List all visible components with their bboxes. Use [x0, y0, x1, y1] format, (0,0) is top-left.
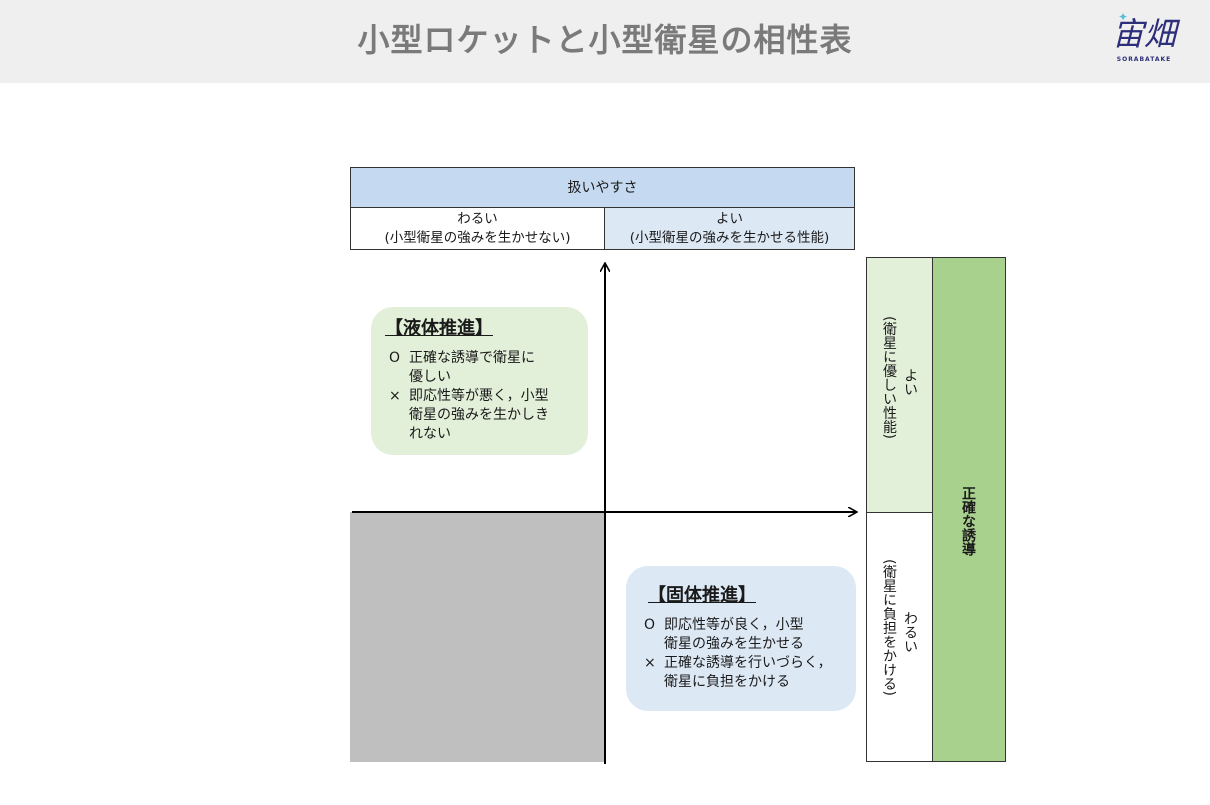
accuracy-bad-desc: (衛星に負担をかける) — [881, 559, 897, 696]
solid-pro-line: 即応性等が良く，小型 — [664, 617, 804, 633]
logo-subtext: SORABATAKE — [1116, 56, 1172, 63]
solid-con-line: 衛星に負担をかける — [664, 674, 790, 690]
ease-good-desc: (小型衛星の強みを生かせる性能) — [629, 230, 830, 246]
accuracy-axis-title-cell: 正確な誘導 — [932, 257, 1006, 762]
ease-bad-label: わるい — [457, 211, 498, 227]
liquid-con-line: れない — [409, 426, 451, 442]
sorabatake-logo: ✦ 宙畑 SORABATAKE — [1104, 10, 1184, 66]
ease-axis-title: 扱いやすさ — [350, 167, 855, 208]
bad-bad-quadrant — [350, 512, 605, 762]
circle-mark-icon: O — [644, 617, 656, 633]
ease-bad-desc: (小型衛星の強みを生かせない) — [384, 230, 571, 246]
solid-con-line: 正確な誘導を行いづらく， — [664, 655, 832, 671]
sparkle-icon: ✦ — [1118, 10, 1129, 24]
ease-good-label: よい — [716, 211, 743, 227]
accuracy-axis-title: 正確な誘導 — [960, 486, 976, 556]
cross-mark-icon: × — [389, 388, 401, 404]
accuracy-bad-cell: わるい (衛星に負担をかける) — [866, 512, 933, 762]
liquid-pro-line: 正確な誘導で衛星に — [409, 350, 535, 366]
cross-mark-icon: × — [644, 655, 656, 671]
ease-bad-cell: わるい (小型衛星の強みを生かせない) — [350, 208, 605, 250]
circle-mark-icon: O — [389, 350, 401, 366]
accuracy-good-cell: よい (衛星に優しい性能) — [866, 257, 933, 513]
solid-propulsion-callout: 【固体推進】 O 即応性等が良く，小型 衛星の強みを生かせる × 正確な誘導を行… — [626, 566, 856, 711]
accuracy-bad-label: わるい — [902, 611, 918, 653]
page-title: 小型ロケットと小型衛星の相性表 — [357, 21, 853, 59]
solid-pro-line: 衛星の強みを生かせる — [664, 636, 804, 652]
liquid-propulsion-callout: 【液体推進】 O 正確な誘導で衛星に 優しい × 即応性等が悪く，小型 衛星の強… — [371, 307, 588, 455]
quadrant-axes — [352, 250, 870, 764]
accuracy-good-desc: (衛星に優しい性能) — [881, 316, 897, 439]
ease-good-cell: よい (小型衛星の強みを生かせる性能) — [604, 208, 855, 250]
liquid-con-line: 衛星の強みを生かしき — [409, 407, 549, 423]
header-bar — [0, 0, 1210, 83]
liquid-title: 【液体推進】 — [385, 318, 493, 339]
logo-text: 宙畑 — [1111, 15, 1176, 53]
solid-title: 【固体推進】 — [648, 585, 756, 606]
accuracy-good-label: よい — [902, 368, 918, 396]
liquid-pro-line: 優しい — [409, 369, 451, 385]
liquid-con-line: 即応性等が悪く，小型 — [409, 388, 549, 404]
